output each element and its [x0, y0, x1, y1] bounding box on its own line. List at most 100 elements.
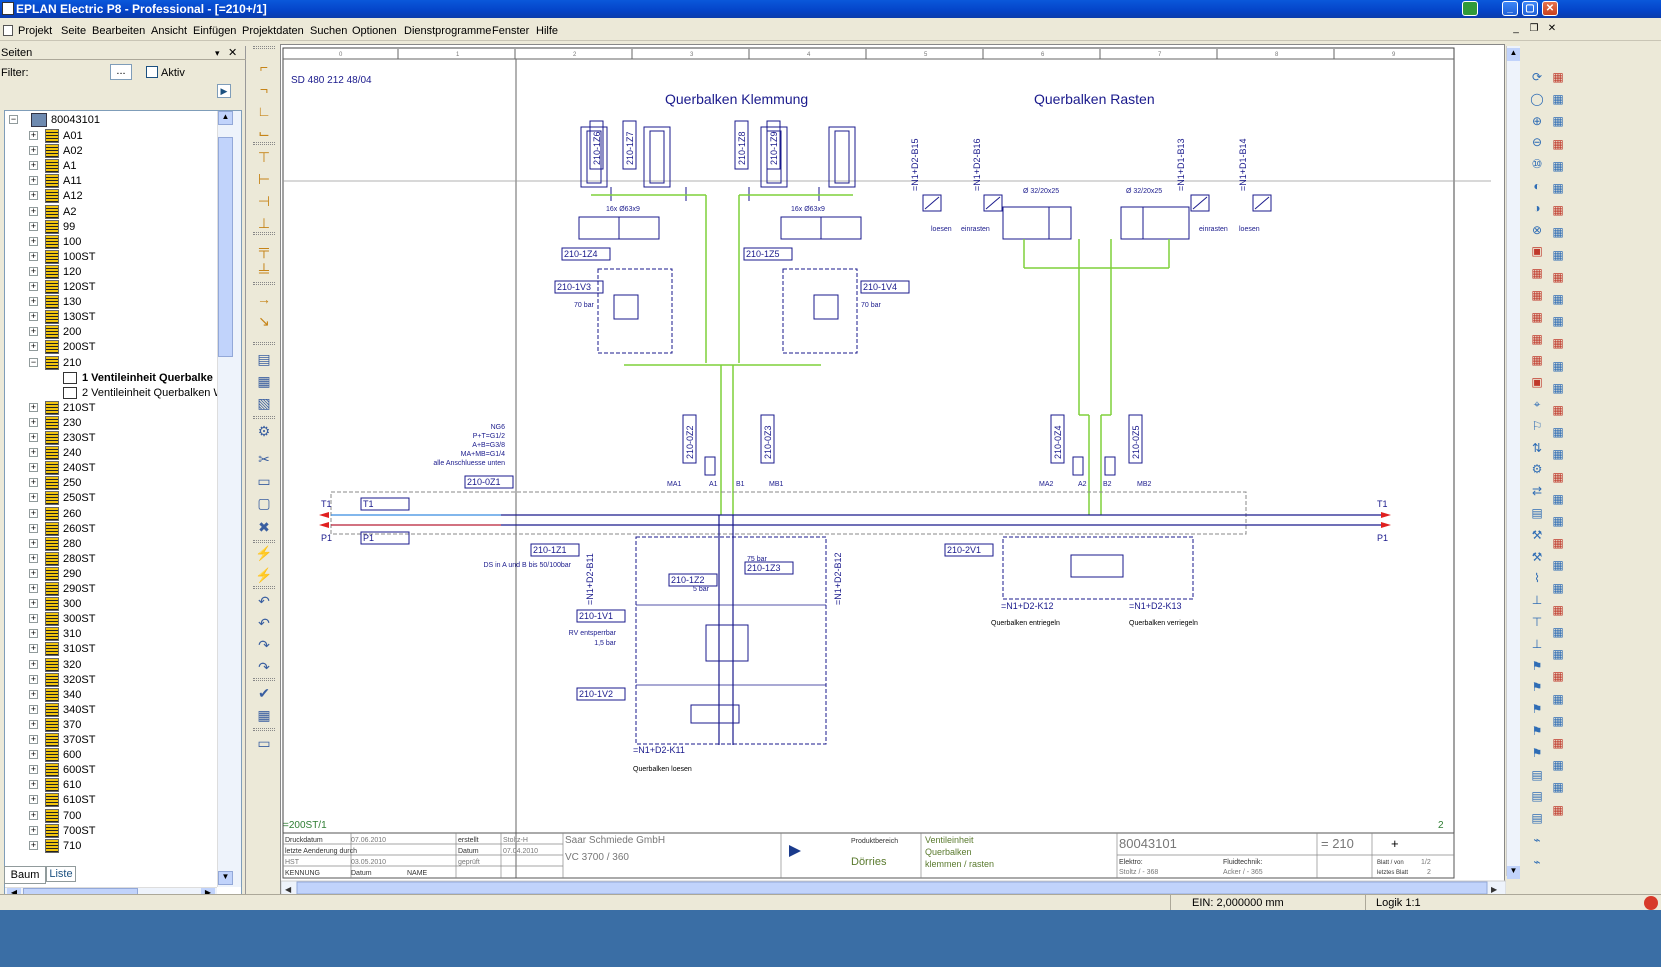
status-alert-icon[interactable] — [1644, 896, 1658, 910]
toolbar-tool-icon[interactable]: ✔ — [258, 685, 270, 701]
tool-icon[interactable]: ▦ — [1552, 780, 1564, 795]
tool-icon[interactable]: ▦ — [1531, 266, 1543, 281]
menu-ansicht[interactable]: Ansicht — [151, 25, 188, 37]
tool-icon[interactable]: ▦ — [1552, 425, 1564, 440]
tool-icon[interactable]: ⚑ — [1531, 702, 1543, 717]
tab-liste[interactable]: Liste — [46, 866, 76, 882]
tool-icon[interactable]: ▦ — [1552, 491, 1564, 506]
toolbar-tool-icon[interactable]: → — [257, 291, 271, 307]
toolbar-tool-icon[interactable]: ⊣ — [257, 193, 271, 209]
tree-scrollbar[interactable]: ▲ ▼ — [217, 111, 241, 887]
tool-icon[interactable]: ▦ — [1552, 70, 1564, 84]
tool-icon[interactable]: ▦ — [1552, 181, 1564, 195]
tool-icon[interactable]: ⇅ — [1531, 440, 1543, 455]
toolbar-tool-icon[interactable]: ▦ — [257, 373, 271, 389]
tool-icon[interactable]: ⌁ — [1533, 833, 1541, 847]
tool-icon[interactable]: ⊤ — [1531, 615, 1543, 629]
tool-icon[interactable]: ⚑ — [1531, 745, 1543, 760]
toolbar-tool-icon[interactable]: ▦ — [257, 707, 271, 723]
tool-icon[interactable]: ◯ — [1530, 91, 1544, 106]
toolbar-tool-icon[interactable]: ✂ — [258, 451, 270, 467]
toolbar-tool-icon[interactable]: ↶ — [258, 593, 270, 609]
tool-icon[interactable]: ▦ — [1552, 447, 1564, 462]
tool-icon[interactable]: ▦ — [1531, 353, 1543, 368]
menu-dienstprogramme[interactable]: Dienstprogramme — [404, 25, 492, 37]
toolbar-tool-icon[interactable]: ⊥ — [257, 215, 271, 231]
tool-icon[interactable]: ▣ — [1531, 375, 1543, 390]
toolbar-tool-icon[interactable]: ⌐ — [259, 59, 269, 75]
minimize-button[interactable]: _ — [1502, 1, 1518, 16]
menu-bearbeiten[interactable]: Bearbeiten — [92, 25, 146, 37]
toolbar-tool-icon[interactable]: ╧ — [259, 263, 269, 279]
tool-icon[interactable]: ⚑ — [1531, 724, 1543, 738]
tool-icon[interactable]: ▦ — [1552, 203, 1564, 218]
tool-icon[interactable]: ▦ — [1552, 225, 1564, 240]
toolbar-tool-icon[interactable]: ⚡ — [255, 567, 273, 583]
tool-icon[interactable]: ▦ — [1552, 247, 1564, 262]
mdi-restore-icon[interactable]: ❐ — [1529, 23, 1539, 34]
tool-icon[interactable]: ▦ — [1552, 292, 1564, 306]
tool-icon[interactable]: ▦ — [1552, 136, 1564, 151]
toolbar-tool-icon[interactable]: ▢ — [257, 495, 271, 511]
tool-icon[interactable]: ▦ — [1552, 625, 1564, 639]
aktiv-checkbox[interactable] — [146, 66, 158, 78]
toolbar-tool-icon[interactable]: ↷ — [258, 637, 270, 653]
scroll-up-icon[interactable]: ▲ — [1507, 48, 1520, 61]
toolbar-tool-icon[interactable]: ⊢ — [257, 171, 271, 187]
panel-dropdown-icon[interactable]: ▾ — [215, 48, 220, 58]
tool-icon[interactable]: ▦ — [1552, 558, 1564, 573]
toolbar-tool-icon[interactable]: ⚙ — [257, 423, 271, 439]
tool-icon[interactable]: ⊕ — [1531, 113, 1543, 128]
app-status-icon[interactable] — [1462, 1, 1478, 16]
mdi-close-icon[interactable]: ✕ — [1547, 23, 1557, 34]
tool-icon[interactable]: ▦ — [1552, 647, 1564, 662]
menu-fenster[interactable]: Fenster — [492, 25, 530, 37]
tool-icon[interactable]: ▣ — [1531, 244, 1543, 259]
tool-icon[interactable]: ▦ — [1552, 114, 1564, 129]
tool-icon[interactable]: ⊗ — [1531, 222, 1543, 237]
toolbar-tool-icon[interactable]: ↶ — [258, 615, 270, 631]
tool-icon[interactable]: ▦ — [1531, 331, 1543, 346]
tool-icon[interactable]: ▦ — [1531, 288, 1543, 302]
tool-icon[interactable]: ◑ — [1533, 200, 1541, 215]
tool-icon[interactable]: ▦ — [1552, 269, 1564, 284]
tool-icon[interactable]: ▦ — [1552, 336, 1564, 351]
tool-icon[interactable]: ▤ — [1531, 767, 1543, 782]
tool-icon[interactable]: ◐ — [1533, 179, 1541, 193]
drawing-vscrollbar[interactable]: ▲▼ — [1506, 46, 1520, 879]
tool-icon[interactable]: ▦ — [1552, 802, 1564, 817]
menu-seite[interactable]: Seite — [61, 25, 87, 37]
menu-hilfe[interactable]: Hilfe — [536, 25, 559, 37]
tool-icon[interactable]: ▦ — [1552, 713, 1564, 728]
tool-icon[interactable]: ⚒ — [1531, 549, 1543, 564]
tool-icon[interactable]: ▦ — [1552, 536, 1564, 551]
scroll-down-icon[interactable]: ▼ — [1507, 866, 1520, 879]
tool-icon[interactable]: ▤ — [1531, 506, 1543, 520]
toolbar-tool-icon[interactable]: ↘ — [258, 313, 270, 329]
tool-icon[interactable]: ⇄ — [1531, 484, 1543, 499]
tool-icon[interactable]: ⌇ — [1534, 571, 1540, 586]
panel-arrow-button[interactable]: ▶ — [217, 84, 231, 98]
tool-icon[interactable]: ⊖ — [1531, 135, 1543, 150]
tool-icon[interactable]: ▦ — [1552, 380, 1564, 395]
tool-icon[interactable]: ⟳ — [1531, 70, 1543, 84]
toolbar-tool-icon[interactable]: ▭ — [257, 735, 271, 751]
scroll-up-icon[interactable]: ▲ — [218, 111, 233, 125]
maximize-button[interactable]: ▢ — [1522, 1, 1538, 16]
tool-icon[interactable]: ⚐ — [1531, 418, 1543, 433]
toolbar-tool-icon[interactable]: ▭ — [257, 473, 271, 489]
tool-icon[interactable]: ▦ — [1552, 158, 1564, 173]
tool-icon[interactable]: ▦ — [1552, 358, 1564, 373]
tool-icon[interactable]: ⚑ — [1531, 680, 1543, 695]
toolbar-tool-icon[interactable]: ✖ — [258, 519, 270, 535]
tool-icon[interactable]: ⌁ — [1533, 854, 1541, 869]
tool-icon[interactable]: ▤ — [1531, 811, 1543, 826]
filter-button[interactable]: ... — [110, 64, 132, 80]
tool-icon[interactable]: ⑩ — [1531, 157, 1543, 172]
scroll-down-icon[interactable]: ▼ — [218, 871, 233, 885]
tool-icon[interactable]: ▦ — [1552, 669, 1564, 684]
tool-icon[interactable]: ⊥ — [1531, 636, 1543, 651]
toolbar-tool-icon[interactable]: ↷ — [258, 659, 270, 675]
